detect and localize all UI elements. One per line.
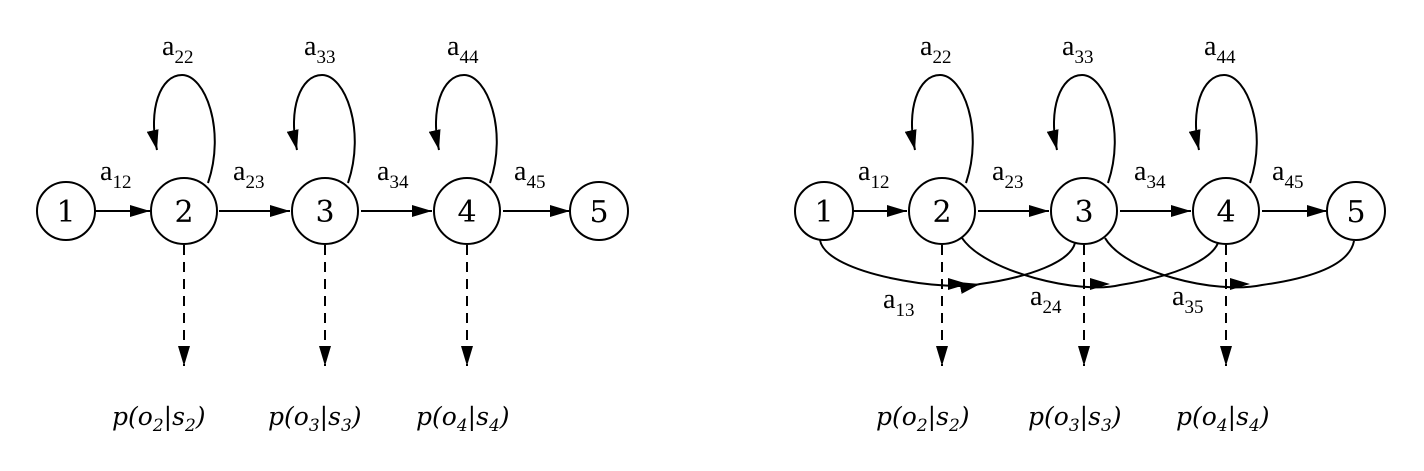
left-self-loop-3: [286, 73, 356, 184]
left-node-2: 2: [150, 177, 218, 245]
right-observation-4: p(o4|s4): [1176, 402, 1270, 436]
right-observation-2: p(o2|s2): [876, 402, 970, 436]
left-node-4-label: 4: [457, 195, 476, 230]
left-label-a44: a44: [447, 31, 479, 68]
right-label-a13: a13: [883, 284, 914, 321]
right-node-5-label: 5: [1346, 195, 1365, 230]
right-label-a45: a45: [1272, 156, 1303, 193]
right-node-2: 2: [908, 177, 976, 245]
left-label-a23: a23: [233, 156, 264, 193]
left-hmm-diagram: 1 2 3 4 5 a22 a33 a44 a12 a23 a34 a45 p(…: [36, 31, 629, 436]
right-node-1-label: 1: [814, 195, 833, 230]
right-label-a34: a34: [1134, 156, 1166, 193]
left-node-1-label: 1: [56, 195, 75, 230]
right-label-a22: a22: [920, 31, 951, 68]
left-node-5-label: 5: [589, 195, 608, 230]
left-node-5: 5: [569, 181, 629, 241]
left-label-a12: a12: [100, 156, 131, 193]
left-node-3-label: 3: [315, 195, 334, 230]
right-label-a24: a24: [1030, 281, 1062, 318]
right-hmm-diagram: 1 2 3 4 5 a22 a33 a44 a12 a23 a34 a45 a1…: [794, 31, 1386, 436]
left-self-loop-2: [146, 73, 216, 184]
right-skip-2-4-arrowhead: [1090, 278, 1110, 290]
right-observation-3: p(o3|s3): [1028, 402, 1122, 436]
right-node-1: 1: [794, 181, 854, 241]
left-label-a45: a45: [514, 156, 545, 193]
left-self-loop-4: [428, 73, 498, 184]
left-label-a34: a34: [377, 156, 409, 193]
right-label-a12: a12: [858, 156, 889, 193]
left-label-a22: a22: [162, 31, 193, 68]
right-node-5: 5: [1326, 181, 1386, 241]
right-label-a33: a33: [1062, 31, 1093, 68]
right-skip-2-4: [961, 237, 1219, 289]
right-self-loop-3: [1046, 73, 1116, 184]
right-skip-3-5-arrowhead: [1230, 278, 1250, 290]
left-node-3: 3: [291, 177, 359, 245]
right-skip-1-3: [819, 239, 1076, 294]
right-skip-3-5: [1104, 237, 1355, 289]
right-node-4: 4: [1192, 177, 1260, 245]
right-label-a44: a44: [1204, 31, 1236, 68]
right-node-3-label: 3: [1074, 195, 1093, 230]
right-node-2-label: 2: [932, 195, 951, 230]
right-skip-1-3-arrowhead: [948, 278, 968, 290]
right-node-4-label: 4: [1216, 195, 1235, 230]
left-label-a33: a33: [304, 31, 335, 68]
left-observation-2: p(o2|s2): [112, 402, 206, 436]
right-label-a35: a35: [1172, 281, 1203, 318]
left-observation-4: p(o4|s4): [416, 402, 510, 436]
right-self-loop-2: [904, 73, 974, 184]
right-self-loop-4: [1188, 73, 1258, 184]
left-observation-3: p(o3|s3): [268, 402, 362, 436]
left-node-1: 1: [36, 181, 96, 241]
left-node-2-label: 2: [174, 195, 193, 230]
right-label-a23: a23: [992, 156, 1023, 193]
right-node-3: 3: [1050, 177, 1118, 245]
left-node-4: 4: [433, 177, 501, 245]
